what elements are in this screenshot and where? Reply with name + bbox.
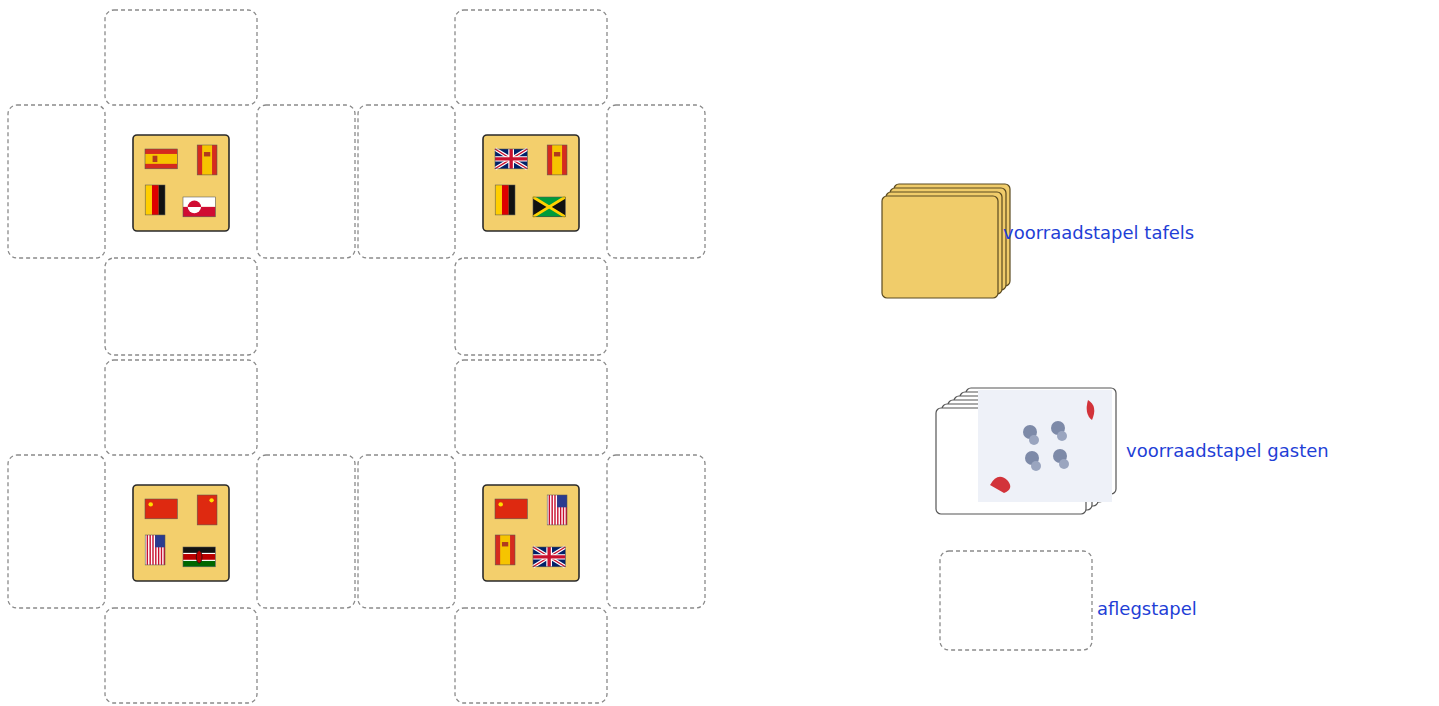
pile-label: voorraadstapel tafels	[1003, 222, 1194, 244]
pile-label: aflegstapel	[1097, 598, 1197, 620]
pile-label: voorraadstapel gasten	[1126, 440, 1329, 462]
